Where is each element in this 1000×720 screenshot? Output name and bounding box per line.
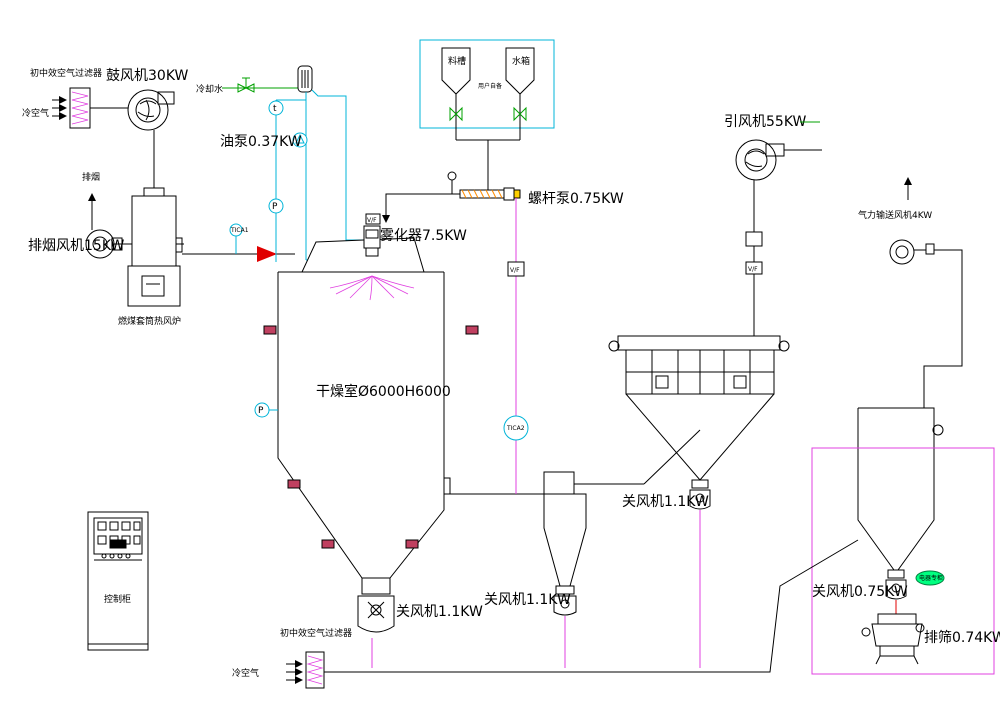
material-tank-label: 料槽 — [448, 55, 466, 67]
feed-line — [385, 193, 460, 214]
green-tag: 电器专柜 — [915, 570, 945, 586]
atomizer-label: 雾化器7.5KW — [380, 228, 467, 244]
cold-air-top-label: 冷空气 — [22, 107, 49, 119]
pressure-instrument-top: P — [268, 198, 284, 214]
cold-air-bottom-label: 冷空气 — [232, 667, 259, 679]
svg-text:P: P — [272, 202, 278, 212]
vf-fan-label: V/F — [748, 266, 758, 273]
screw-pump-label: 螺杆泵0.75KW — [528, 191, 624, 207]
temperature-instrument: t — [268, 100, 284, 116]
bag-filter-valve-label: 关风机1.1KW — [622, 494, 709, 510]
conveying-pipe — [324, 539, 859, 673]
furnace — [127, 187, 184, 307]
air-filter-top-label: 初中效空气过滤器 — [30, 67, 102, 79]
water-tank-label: 水箱 — [512, 55, 530, 67]
tica2-instrument: TICA2 — [503, 415, 529, 441]
svg-text:电器专柜: 电器专柜 — [919, 574, 943, 582]
induced-fan-label: 引风机55KW — [724, 114, 806, 130]
spray-pattern — [329, 275, 415, 301]
pressure-gauge-icon — [447, 171, 457, 194]
smoke-fan-label: 排烟风机15KW — [28, 238, 124, 254]
sieve-icon — [861, 613, 925, 665]
silo-air-duct — [923, 249, 963, 408]
dryer-label: 干燥室Ø6000H6000 — [316, 383, 451, 400]
furnace-label: 燃煤套筒热风炉 — [118, 315, 181, 327]
atomizer-vf-box — [365, 213, 381, 225]
product-silo — [857, 407, 944, 571]
user-prepared-box — [419, 39, 555, 129]
cooling-water-valve-icon — [237, 77, 255, 93]
blower-fan-icon — [127, 89, 175, 131]
oil-return-line — [311, 89, 372, 241]
air-hammers — [263, 325, 479, 549]
cooling-water-label: 冷却水 — [196, 83, 223, 95]
cyclone-valve-label: 关风机1.1KW — [484, 592, 571, 608]
final-valve-label: 关风机0.75KW — [812, 584, 908, 600]
blower-label: 鼓风机30KW — [106, 68, 188, 84]
atomizer-icon — [363, 225, 381, 257]
sieve-label: 排筛0.74KW — [924, 630, 1000, 646]
dryer-valve-label: 关风机1.1KW — [396, 604, 483, 620]
svg-text:P: P — [258, 406, 264, 416]
induced-fan-icon — [735, 139, 822, 181]
cold-air-arrows-bottom — [286, 660, 303, 684]
screw-pump-icon — [459, 187, 521, 201]
pressure-instrument-dryer: P — [254, 402, 278, 418]
vf-line-label: V/F — [510, 267, 520, 274]
pneumatic-fan-label: 气力输送风机4KW — [858, 209, 932, 221]
bottom-air-filter-label: 初中效空气过滤器 — [280, 627, 352, 639]
final-rotary-valve-icon — [885, 569, 907, 600]
control-cabinet-label: 控制柜 — [104, 593, 131, 605]
oil-pump-icon — [292, 132, 308, 148]
atomizer-vf-label: V/F — [367, 217, 377, 224]
svg-text:TICA1: TICA1 — [230, 227, 249, 234]
water-tank — [505, 47, 535, 140]
air-filter-top — [69, 87, 91, 129]
dryer-rotary-valve-icon — [357, 577, 395, 633]
vf-line-box — [507, 261, 525, 277]
smoke-exhaust-fan-icon — [85, 229, 132, 259]
bag-filter-rotary-valve-icon — [689, 479, 711, 510]
drop-lines — [371, 510, 701, 668]
bottom-air-filter — [305, 651, 325, 689]
vf-fan-box — [745, 261, 763, 275]
smoke-label: 排烟 — [82, 171, 100, 183]
tica1-instrument: TICA1 — [229, 223, 249, 254]
cyclone-rotary-valve-icon — [553, 585, 577, 616]
packaging-area-box — [811, 447, 995, 675]
oil-pump-label: 油泵0.37KW — [220, 134, 302, 150]
user-prepared-label: 用户自备 — [478, 82, 502, 90]
bag-filter — [608, 335, 790, 481]
dryer-chamber — [277, 271, 451, 579]
fan-damper — [745, 231, 763, 247]
svg-text:TICA2: TICA2 — [506, 425, 525, 432]
control-cabinet — [87, 511, 149, 651]
pneumatic-fan-icon — [889, 239, 935, 265]
heat-exchanger-icon — [297, 65, 313, 93]
svg-text:t: t — [273, 104, 277, 114]
material-tank — [441, 47, 471, 140]
cold-air-arrows-top — [52, 96, 67, 120]
